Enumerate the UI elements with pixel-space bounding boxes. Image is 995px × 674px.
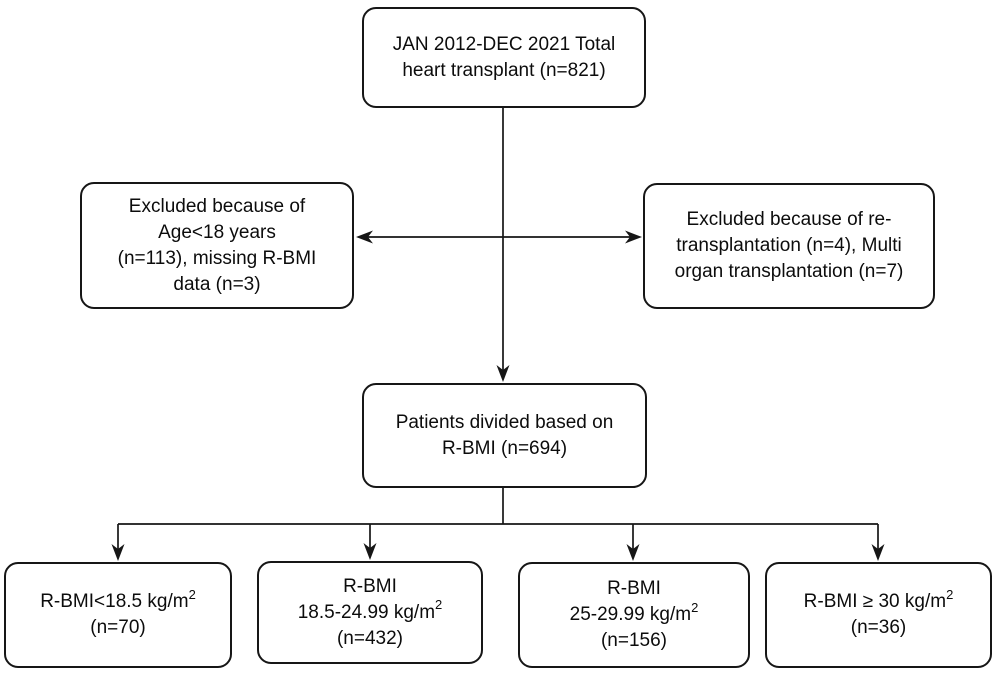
box-text-line: Excluded because of [128,195,306,217]
box-text-line: 18.5-24.99 kg/m2 [297,597,443,623]
box-text-line: (n=432) [336,627,404,649]
box-text-line: transplantation (n=4), Multi [676,235,902,256]
box-total-heart-transplants: JAN 2012-DEC 2021 Total heart transplant … [362,7,646,108]
box-excluded-retransplant-multiorgan: Excluded because of re-transplantation (… [643,183,935,309]
box-rbmi-under-18-5: R-BMI<18.5 kg/m2 (n=70) [4,562,232,668]
box-text-line: R-BMI ≥ 30 kg/m2 [803,586,954,612]
box-rbmi-30-plus: R-BMI ≥ 30 kg/m2 (n=36) [765,562,992,668]
box-text-line: heart transplant (n=821) [402,59,606,81]
box-text-line: R-BMI<18.5 kg/m2 [40,586,196,612]
box-excluded-age-missing-bmi: Excluded because of Age<18 years (n=113), … [80,182,354,309]
arrowhead-down-bmi-3 [626,544,640,561]
arrowhead-down-bmi-4 [871,544,885,561]
box-text-line: organ transplantation (n=7) [674,261,904,282]
box-text-line: Patients divided based on [395,411,614,433]
box-text-line: (n=36) [850,617,907,638]
box-patients-divided-by-rbmi: Patients divided based on R-BMI (n=694) [362,383,647,488]
arrowhead-down-bmi-2 [363,543,377,560]
box-text-line: Age<18 years [158,221,276,243]
box-text-line: Excluded because of re- [686,209,892,230]
box-text-line: (n=70) [90,617,146,638]
box-text-line: (n=113), missing R-BMI [117,247,317,269]
arrowhead-down-divided [496,365,510,382]
arrowhead-left-excluded [356,230,373,244]
box-text-line: R-BMI [343,575,397,597]
box-text-line: JAN 2012-DEC 2021 Total [392,33,616,55]
arrowhead-down-bmi-1 [111,544,125,561]
box-text-line: (n=156) [600,630,668,651]
box-text-line: data (n=3) [173,273,261,295]
box-text-line: 25-29.99 kg/m2 [569,599,699,625]
arrowhead-right-excluded [625,230,642,244]
box-text-line: R-BMI (n=694) [441,437,568,459]
box-text-line: R-BMI [607,578,661,599]
